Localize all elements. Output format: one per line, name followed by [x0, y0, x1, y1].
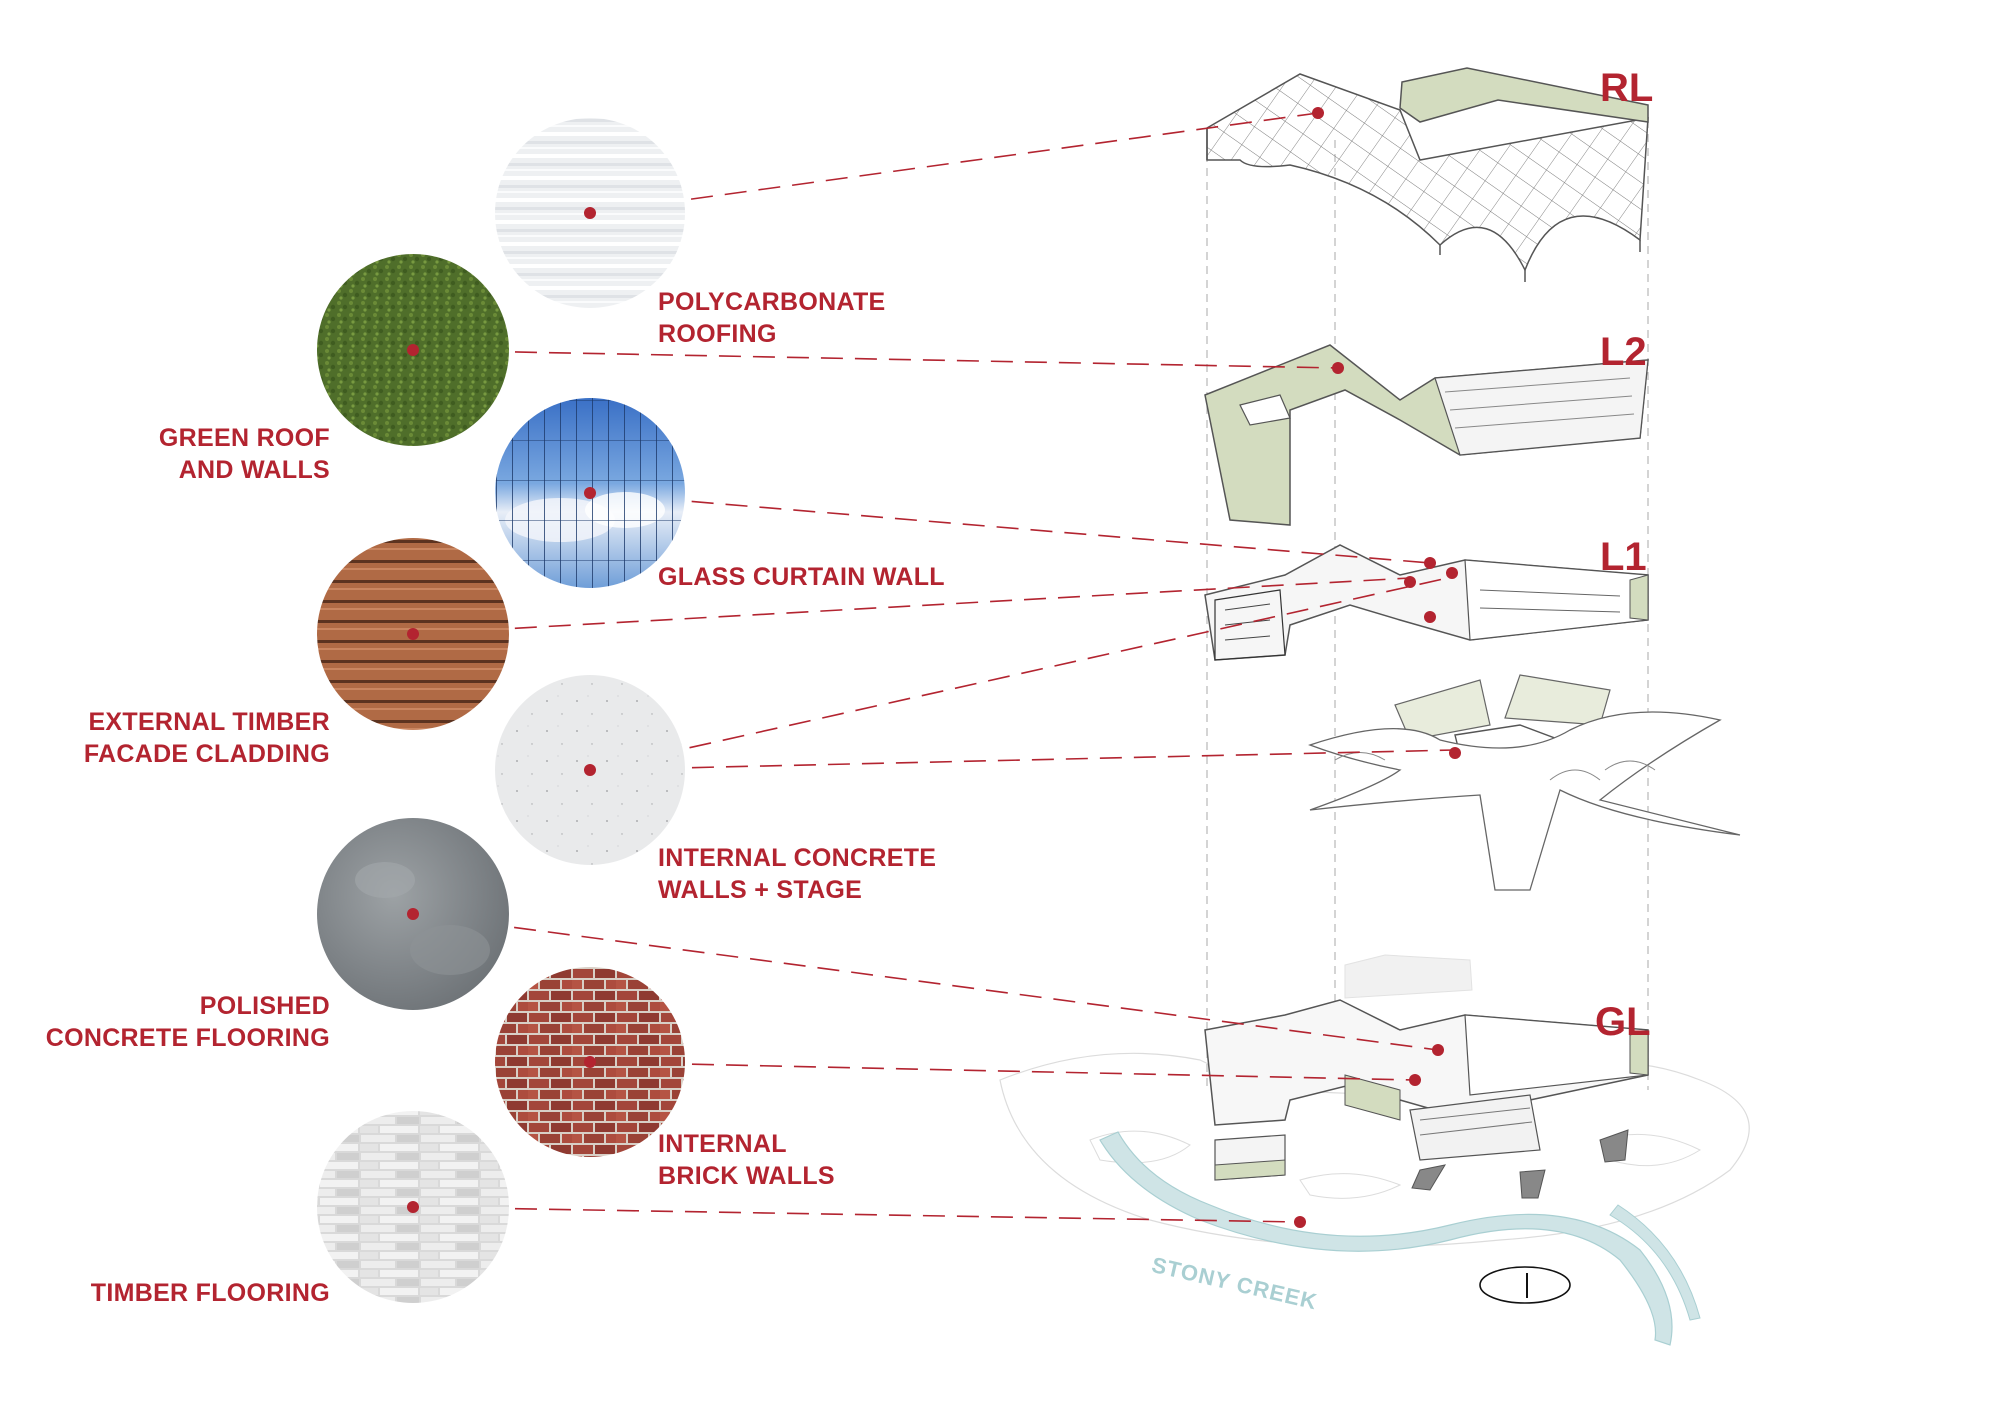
label-polished-concrete-flooring: POLISHED CONCRETE FLOORING	[45, 992, 330, 1052]
level-label-rl: RL	[1600, 66, 1654, 110]
material-swatches	[317, 118, 685, 1303]
ground-level-drawing	[999, 954, 1750, 1346]
level-label-gl: GL	[1595, 1000, 1651, 1044]
north-point-icon	[1479, 1266, 1571, 1304]
level-1-drawing	[1204, 544, 1649, 661]
label-timber-flooring: TIMBER FLOORING	[90, 1279, 330, 1307]
level-label-l1: L1	[1600, 535, 1647, 579]
label-glass-curtain-wall: GLASS CURTAIN WALL	[658, 563, 945, 591]
label-external-timber-facade-cladding: EXTERNAL TIMBER FACADE CLADDING	[83, 708, 330, 768]
leader-lines	[412, 112, 1456, 1223]
level-2-drawing	[1204, 344, 1649, 526]
roof-level-drawing	[1206, 67, 1649, 282]
projection-guides	[1206, 120, 1649, 1090]
swatch-points	[407, 207, 596, 1213]
leader-points	[1294, 107, 1461, 1228]
label-internal-brick-walls: INTERNAL BRICK WALLS	[658, 1130, 835, 1190]
level-label-l2: L2	[1600, 330, 1647, 374]
label-green-roof-and-walls: GREEN ROOF AND WALLS	[158, 424, 330, 484]
label-internal-concrete-walls-stage: INTERNAL CONCRETE WALLS + STAGE	[658, 844, 937, 904]
label-polycarbonate-roofing: POLYCARBONATE ROOFING	[658, 288, 886, 348]
stage-level-drawing	[1308, 674, 1741, 891]
